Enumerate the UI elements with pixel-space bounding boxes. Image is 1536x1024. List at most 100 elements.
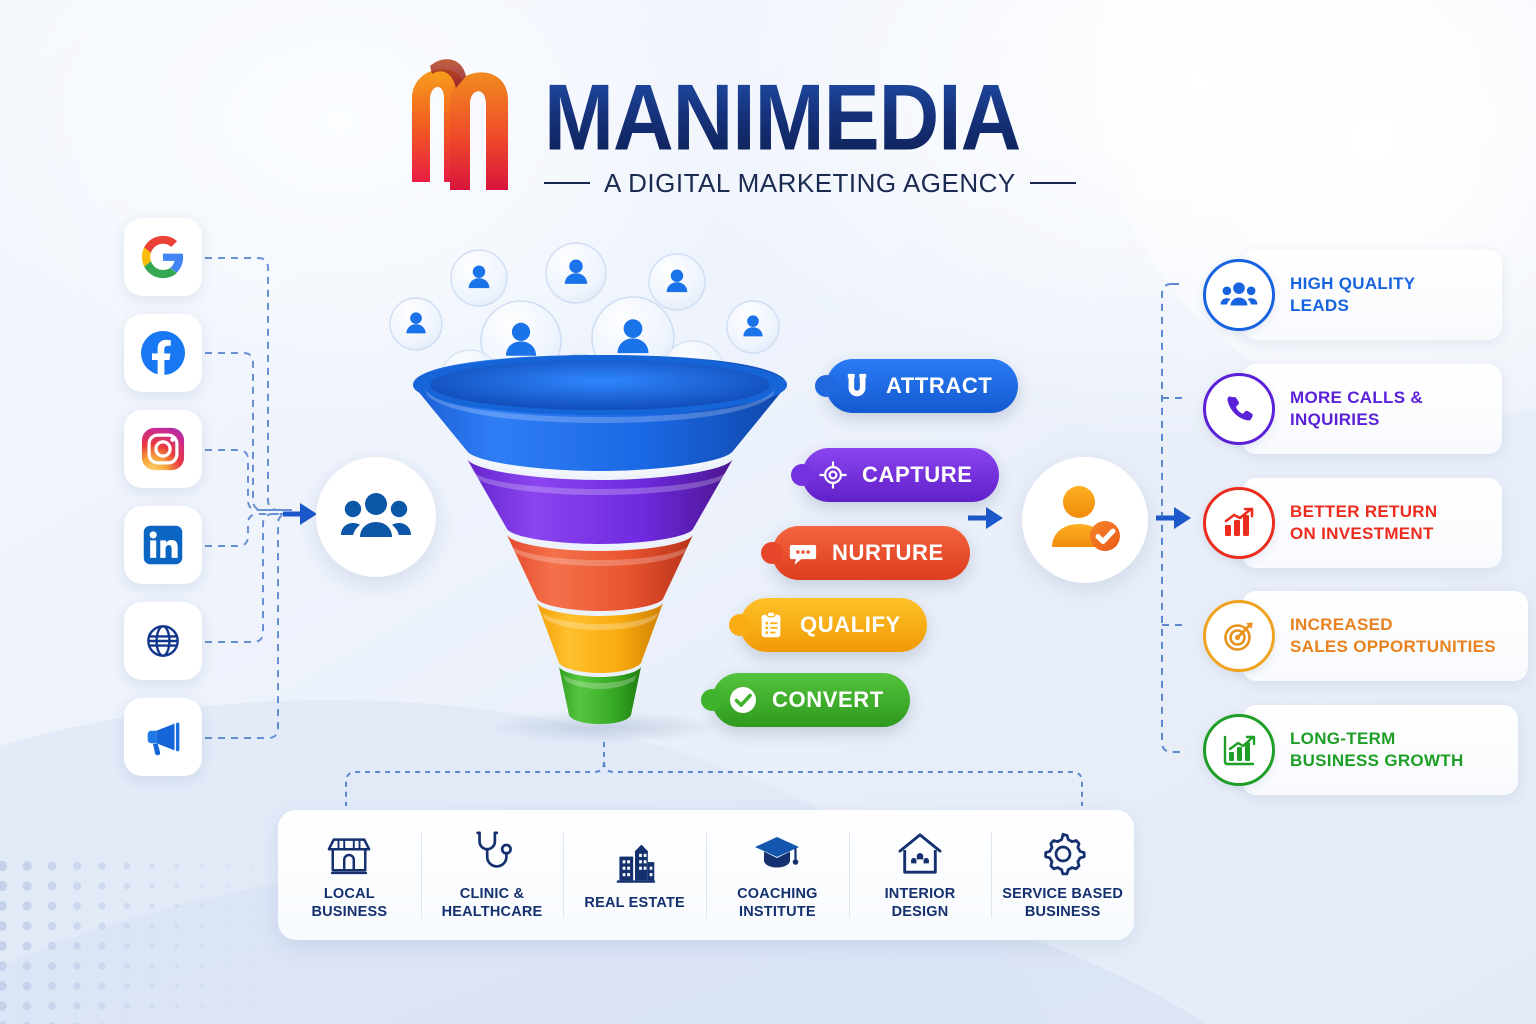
target-dart-icon xyxy=(1224,622,1253,651)
source-tile-linkedin[interactable] xyxy=(124,506,202,584)
verified-user-icon xyxy=(1052,486,1120,551)
pill-connector-nub xyxy=(729,614,751,636)
benefit-icon-circle xyxy=(1203,600,1275,672)
globe-icon xyxy=(147,625,179,657)
stage-label: NURTURE xyxy=(832,540,944,565)
industry-label: INTERIOR DESIGN xyxy=(885,886,956,921)
clipboard-icon xyxy=(754,608,788,642)
funnel-stage-convert xyxy=(559,667,641,724)
industry-line-1: SERVICE BASED xyxy=(1002,886,1124,903)
industry-item-coaching-institute[interactable]: COACHING INSTITUTE xyxy=(706,810,849,940)
instagram-icon xyxy=(141,427,185,471)
manimedia-m-logo xyxy=(412,59,508,190)
source-tile-facebook[interactable] xyxy=(124,314,202,392)
pill-connector-nub xyxy=(791,464,813,486)
funnel-stage-nurture xyxy=(507,535,693,611)
chat-icon xyxy=(786,536,820,570)
funnel-stage-qualify xyxy=(537,603,663,673)
industry-label: SERVICE BASED BUSINESS xyxy=(1002,886,1123,921)
funnel-stage-capture xyxy=(467,459,733,544)
benefit-line-2: SALES OPPORTUNITIES xyxy=(1290,637,1496,656)
industry-item-local-business[interactable]: LOCAL BUSINESS xyxy=(278,810,421,940)
brand-tagline-row: A DIGITAL MARKETING AGENCY xyxy=(544,168,1164,198)
benefit-icon-circle xyxy=(1203,373,1275,445)
source-tile-advertising[interactable] xyxy=(124,698,202,776)
benefit-line-2: INQUIRIES xyxy=(1290,410,1380,429)
target-icon xyxy=(816,458,850,492)
linkedin-icon xyxy=(143,525,183,565)
bar-chart-up-icon xyxy=(1224,507,1254,536)
benefit-line-1: INCREASED xyxy=(1290,615,1393,635)
buildings-icon xyxy=(613,837,657,885)
magnet-icon xyxy=(840,369,874,403)
benefit-card: LONG-TERM BUSINESS GROWTH xyxy=(1242,705,1518,795)
arrow-to-customer xyxy=(968,507,1003,529)
benefit-item-better-roi[interactable]: BETTER RETURN ON INVESTMENT xyxy=(1203,478,1502,568)
industry-line-2: INSTITUTE xyxy=(738,904,816,920)
benefit-item-increased-sales[interactable]: INCREASED SALES OPPORTUNITIES xyxy=(1203,591,1528,681)
google-icon xyxy=(141,235,184,279)
sales-funnel-graphic xyxy=(413,355,787,743)
benefit-item-more-calls-inquiries[interactable]: MORE CALLS & INQUIRIES xyxy=(1203,364,1502,454)
benefit-line-2: BUSINESS GROWTH xyxy=(1290,751,1464,770)
pill-connector-nub xyxy=(701,689,723,711)
stage-label: QUALIFY xyxy=(800,612,901,637)
industry-line-1: CLINIC & xyxy=(459,886,525,903)
stage-pill-convert[interactable]: CONVERT xyxy=(701,673,910,727)
traffic-source-list xyxy=(124,218,202,794)
benefit-icon-circle xyxy=(1203,714,1275,786)
benefit-item-long-term-growth[interactable]: LONG-TERM BUSINESS GROWTH xyxy=(1203,705,1518,795)
phone-icon xyxy=(1227,396,1253,421)
industry-line-1: INTERIOR xyxy=(884,886,956,903)
stage-label: ATTRACT xyxy=(886,373,993,398)
tagline-rule-right xyxy=(1029,182,1076,184)
arrow-into-hub xyxy=(283,503,317,525)
stage-label: CAPTURE xyxy=(862,462,973,487)
graduation-cap-icon xyxy=(753,828,801,876)
stage-pill-nurture[interactable]: NURTURE xyxy=(761,526,970,580)
benefit-line-2: ON INVESTMENT xyxy=(1290,524,1434,543)
benefit-line-1: MORE CALLS & xyxy=(1290,388,1423,408)
arrow-to-benefits xyxy=(1156,507,1191,529)
megaphone-icon xyxy=(147,722,180,756)
industry-item-clinic-healthcare[interactable]: CLINIC & HEALTHCARE xyxy=(420,810,564,940)
tagline-rule-left xyxy=(544,182,590,184)
pill-connector-nub xyxy=(761,542,783,564)
stage-pill-qualify[interactable]: QUALIFY xyxy=(729,598,927,652)
source-tile-website[interactable] xyxy=(124,602,202,680)
source-tile-instagram[interactable] xyxy=(124,410,202,488)
industries-bar: LOCAL BUSINESS CLINIC & HEALTHCARE xyxy=(278,810,1134,940)
industry-item-service-based-business[interactable]: SERVICE BASED BUSINESS xyxy=(991,810,1134,940)
industry-label: REAL ESTATE xyxy=(584,895,685,913)
growth-chart-icon xyxy=(1223,735,1256,766)
benefit-icon-circle xyxy=(1203,259,1275,331)
house-icon xyxy=(897,828,943,876)
halftone-dot-pattern xyxy=(0,860,303,1024)
industry-label: COACHING INSTITUTE xyxy=(737,886,818,921)
industry-item-real-estate[interactable]: REAL ESTATE xyxy=(563,810,706,940)
gear-icon xyxy=(1041,828,1086,876)
audience-hub xyxy=(316,457,436,577)
stage-label: CONVERT xyxy=(772,687,884,712)
check-icon xyxy=(726,683,760,717)
industry-line-2: DESIGN xyxy=(891,904,949,920)
benefit-line-1: BETTER RETURN xyxy=(1290,502,1438,522)
source-tile-google[interactable] xyxy=(124,218,202,296)
industry-label: CLINIC & HEALTHCARE xyxy=(442,886,543,921)
stethoscope-icon xyxy=(470,828,514,876)
industry-line-2: HEALTHCARE xyxy=(441,904,543,920)
benefit-icon-circle xyxy=(1203,487,1275,559)
pill-connector-nub xyxy=(815,375,837,397)
converted-customer-node xyxy=(1022,457,1148,583)
benefit-card: INCREASED SALES OPPORTUNITIES xyxy=(1242,591,1528,681)
benefit-line-2: LEADS xyxy=(1290,296,1350,315)
industry-item-interior-design[interactable]: INTERIOR DESIGN xyxy=(848,810,992,940)
brand-tagline: A DIGITAL MARKETING AGENCY xyxy=(604,167,1016,198)
stage-pill-attract[interactable]: ATTRACT xyxy=(815,359,1019,413)
industry-label: LOCAL BUSINESS xyxy=(311,886,387,921)
industry-line-1: REAL ESTATE xyxy=(584,895,685,912)
facebook-icon xyxy=(141,331,185,376)
benefit-card: BETTER RETURN ON INVESTMENT xyxy=(1242,478,1502,568)
stage-pill-capture[interactable]: CAPTURE xyxy=(791,448,999,502)
benefit-item-high-quality-leads[interactable]: HIGH QUALITY LEADS xyxy=(1203,250,1502,340)
